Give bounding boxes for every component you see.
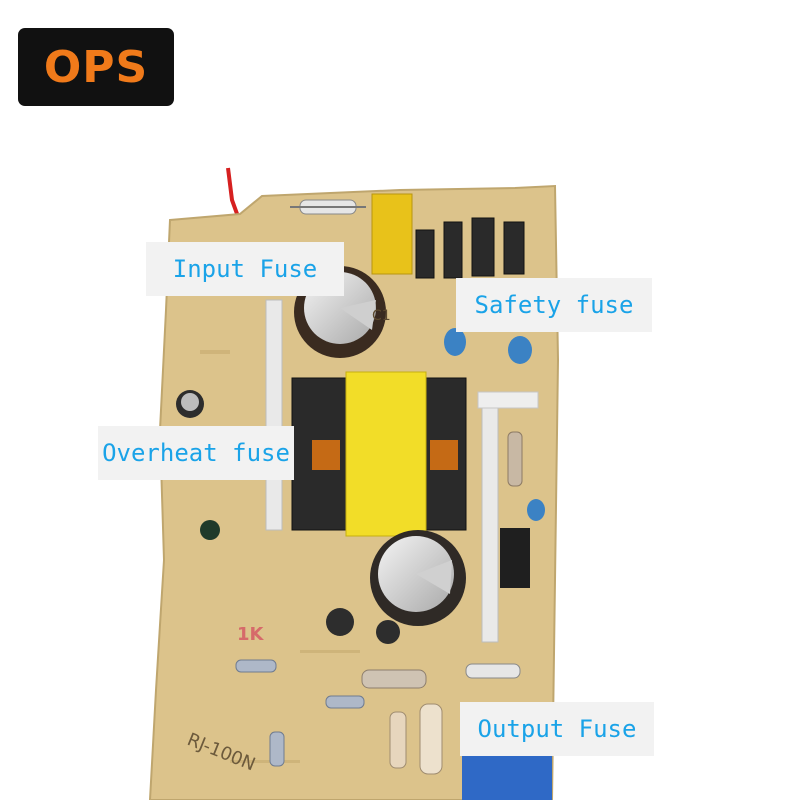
output-fuse-callout: Output Fuse xyxy=(460,702,654,756)
output-fuse-label: Output Fuse xyxy=(477,715,637,743)
overheat-fuse-label: Overheat fuse xyxy=(102,439,290,467)
ops-badge-label: OPS xyxy=(43,41,149,93)
svg-text:C1: C1 xyxy=(372,308,391,324)
input-fuse-callout: Input Fuse xyxy=(146,242,344,296)
safety-fuse-label: Safety fuse xyxy=(474,291,634,319)
overheat-fuse-callout: Overheat fuse xyxy=(98,426,294,480)
input-fuse-label: Input Fuse xyxy=(172,255,318,283)
ops-badge: OPS xyxy=(18,28,174,106)
svg-text:1K: 1K xyxy=(237,624,265,645)
safety-fuse-callout: Safety fuse xyxy=(456,278,652,332)
